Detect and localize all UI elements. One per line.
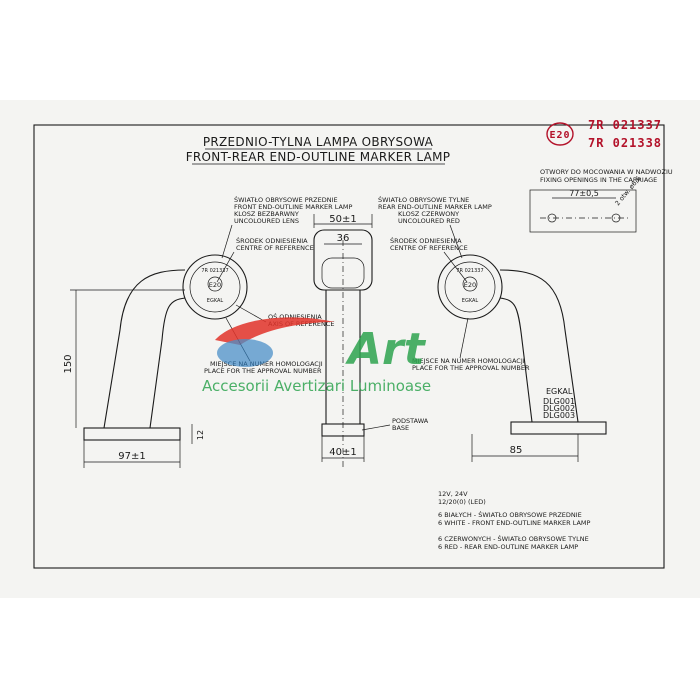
left-place-pl: MIEJSCE NA NUMER HOMOLOGACJI — [210, 360, 323, 368]
watermark-tagline: Accesorii Avertizari Luminoase — [202, 377, 431, 395]
center-lamp-view: 50±1 36 40±1 PODSTAWA BASE — [313, 214, 429, 470]
left-dim-foot: 12 — [196, 430, 205, 440]
left-lamp-lens-inner — [189, 261, 241, 313]
note-red-pl: 6 CZERWONYCH - ŚWIATŁO OBRYSOWE TYLNE — [438, 534, 589, 543]
approval-code-1: 7R 021337 — [588, 118, 662, 132]
note-bulb: 12/20(0) (LED) — [438, 498, 486, 506]
right-lamp-lens-outer — [437, 254, 503, 320]
left-lamp-view: E20 7R 021337 EGKAL ŚWIATŁO OBRYSOWE PRZ… — [63, 195, 353, 468]
left-place-en: PLACE FOR THE APPROVAL NUMBER — [204, 367, 322, 375]
watermark-brand: Art — [345, 324, 427, 375]
center-dim-inner: 36 — [337, 233, 350, 244]
right-lens-mark: E20 — [464, 281, 476, 289]
note-white-en: 6 WHITE - FRONT END-OUTLINE MARKER LAMP — [438, 519, 591, 527]
watermark-swoosh-red — [215, 317, 335, 345]
model-1: DLG001 — [543, 397, 575, 406]
right-lens-brand: EGKAL — [462, 298, 479, 304]
right-lamp-base — [510, 421, 607, 435]
left-lamp-arm — [103, 269, 186, 429]
right-lens-label-en: REAR END-OUTLINE MARKER LAMP — [378, 203, 492, 211]
watermark-logo: Art Accesorii Avertizari Luminoase — [202, 317, 431, 395]
approval-code-2: 7R 021338 — [588, 136, 662, 150]
carriage-fixing-detail: OTWORY DO MOCOWANIA W NADWOZIU FIXING OP… — [529, 168, 673, 233]
right-lens-label-pl: ŚWIATŁO OBRYSOWE TYLNE — [378, 195, 469, 204]
left-lens-mark: E20 — [209, 281, 221, 289]
left-axis-pl: OŚ ODNIESIENIA — [268, 312, 322, 321]
left-centre-pl: ŚRODEK ODNIESIENIA — [236, 236, 308, 245]
right-place-en: PLACE FOR THE APPROVAL NUMBER — [412, 364, 530, 372]
left-klosz-pl: KLOSZ BEZBARWNY — [234, 210, 299, 218]
left-centre-en: CENTRE OF REFERENCE — [236, 244, 314, 252]
drawing-frame — [33, 124, 665, 569]
e-mark: E20 — [549, 130, 570, 141]
left-lens-label-pl: ŚWIATŁO OBRYSOWE PRZEDNIE — [234, 195, 338, 204]
right-klosz-pl: KLOSZ CZERWONY — [398, 210, 459, 218]
note-red-en: 6 RED - REAR END-OUTLINE MARKER LAMP — [438, 543, 578, 551]
carriage-label-pl: OTWORY DO MOCOWANIA W NADWOZIU — [540, 168, 673, 176]
left-dim-base: 97±1 — [118, 451, 145, 462]
right-lamp-arm — [499, 269, 579, 423]
right-lamp-view: E20 7R 021337 EGKAL ŚWIATŁO OBRYSOWE TYL… — [378, 195, 607, 462]
left-lens-code: 7R 021337 — [201, 268, 228, 274]
center-dim-base: 40±1 — [329, 447, 356, 458]
right-centre-pl: ŚRODEK ODNIESIENIA — [390, 236, 462, 245]
left-lamp-lens-outer — [182, 254, 248, 320]
center-base-pl: PODSTAWA — [392, 417, 429, 425]
carriage-dim: 77±0,5 — [569, 189, 599, 198]
watermark-blue-shape — [217, 339, 273, 367]
right-dim-reach: 85 — [510, 445, 523, 456]
approval-stamp: E20 7R 021337 7R 021338 — [546, 118, 662, 150]
left-lens-brand: EGKAL — [207, 298, 224, 304]
center-lamp-base — [321, 423, 365, 437]
right-centre-en: CENTRE OF REFERENCE — [390, 244, 468, 252]
left-lens-label-en: FRONT END-OUTLINE MARKER LAMP — [234, 203, 353, 211]
right-lens-code: 7R 021337 — [456, 268, 483, 274]
e-mark-circle — [546, 122, 574, 146]
left-lamp-base — [83, 427, 181, 441]
model-2: DLG002 — [543, 404, 575, 413]
right-place-pl: MIEJSCE NA NUMER HOMOLOGACJI — [412, 357, 525, 365]
right-klosz-en: UNCOLOURED RED — [398, 217, 460, 225]
model-3: DLG003 — [543, 411, 575, 420]
note-voltage: 12V, 24V — [438, 490, 468, 498]
carriage-label-en: FIXING OPENINGS IN THE CARRIAGE — [540, 176, 657, 184]
left-klosz-en: UNCOLOURED LENS — [234, 217, 299, 225]
center-base-en: BASE — [392, 424, 409, 432]
note-white-pl: 6 BIAŁYCH - ŚWIATŁO OBRYSOWE PRZEDNIE — [438, 510, 582, 519]
right-lamp-lens-inner — [444, 261, 496, 313]
model-brand: EGKAL — [546, 387, 573, 396]
center-dim-top: 50±1 — [329, 214, 356, 225]
center-lamp-head — [313, 229, 373, 291]
notes-block: 12V, 24V 12/20(0) (LED) 6 BIAŁYCH - ŚWIA… — [438, 490, 591, 551]
left-dim-height: 150 — [63, 354, 74, 373]
title-line-1: PRZEDNIO-TYLNA LAMPA OBRYSOWA — [203, 135, 434, 149]
title-line-2: FRONT-REAR END-OUTLINE MARKER LAMP — [186, 150, 451, 164]
